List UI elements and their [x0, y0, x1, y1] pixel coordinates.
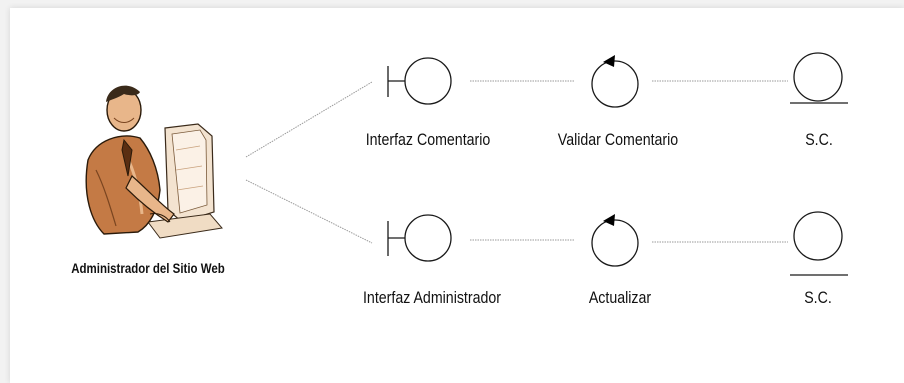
control-label-2: Actualizar	[588, 289, 652, 307]
control-symbol-2	[591, 214, 639, 267]
actor-figure-icon	[85, 85, 223, 239]
connector-actor-boundary-1	[245, 81, 373, 158]
boundary-label-1: Interfaz Comentario	[365, 131, 491, 149]
connector-actor-boundary-2	[245, 179, 373, 244]
actor-label: Administrador del Sitio Web	[71, 260, 225, 276]
boundary-symbol-2	[387, 214, 452, 262]
entity-label-1: S.C.	[805, 131, 833, 149]
control-label-1: Validar Comentario	[557, 131, 679, 149]
control-symbol-1	[591, 55, 639, 108]
entity-symbol-1	[790, 52, 848, 104]
boundary-symbol-1	[387, 57, 452, 105]
boundary-label-2: Interfaz Administrador	[362, 289, 502, 307]
entity-label-2: S.C.	[804, 289, 832, 307]
entity-symbol-2	[790, 211, 848, 276]
